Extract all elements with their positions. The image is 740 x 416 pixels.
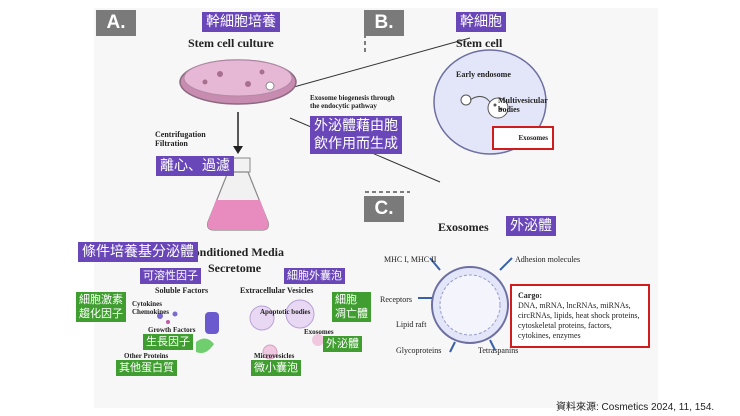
growth-factors-zh: 生長因子 [143, 334, 193, 350]
tetraspanins-label: Tetraspanins [478, 346, 519, 355]
cytokines-zh: 細胞激素 趨化因子 [76, 292, 126, 322]
stem-cell-title: Stem cell [456, 36, 503, 50]
exosomes-label-a: Exosomes [304, 328, 334, 336]
microvesicles-zh: 微小囊泡 [251, 360, 301, 376]
cytokines-label: Cytokines Chemokines [132, 300, 169, 316]
source-citation: 資料來源: Cosmetics 2024, 11, 154. [556, 402, 715, 413]
centrifugation-label: Centrifugation Filtration [155, 130, 206, 148]
exosome-illustration [418, 257, 513, 353]
panel-a-label: A. [96, 10, 136, 36]
cargo-text: DNA, mRNA, lncRNAs, miRNAs, circRNAs, li… [518, 301, 640, 340]
apoptotic-bodies-label: Apoptotic bodies [260, 308, 311, 316]
mvb-label: Multivesicular bodies [498, 96, 548, 114]
growth-factors-label: Growth Factors [148, 326, 196, 334]
petri-dish-illustration [179, 59, 297, 105]
soluble-factors-title: Soluble Factors [155, 286, 209, 295]
receptors-label: Receptors [380, 295, 412, 304]
soluble-factors-zh: 可溶性因子 [140, 268, 201, 284]
exosomes-zh-c: 外泌體 [506, 216, 556, 236]
biogenesis-label: Exosome biogenesis through the endocytic… [310, 94, 395, 110]
glycoproteins-label: Glycoproteins [396, 346, 442, 355]
early-endosome-label: Early endosome [456, 70, 511, 79]
biogenesis-zh: 外泌體藉由胞 飲作用而生成 [310, 116, 402, 154]
stem-cell-culture-zh: 幹細胞培養 [202, 12, 280, 32]
adhesion-label: Adhesion molecules [515, 255, 581, 264]
stem-cell-culture-title: Stem cell culture [188, 36, 274, 50]
lipid-raft-label: Lipid raft [396, 320, 427, 329]
stem-cell-zh: 幹細胞 [456, 12, 506, 32]
conditioned-media-zh: 條件培養基分泌體 [78, 242, 198, 262]
apoptotic-bodies-zh: 細胞 凋亡體 [332, 292, 371, 322]
cargo-box: Cargo: DNA, mRNA, lncRNAs, miRNAs, circR… [510, 284, 650, 348]
microvesicles-label: Microvesicles [254, 352, 295, 360]
extracellular-vesicles-title: Extracellular Vesicles [240, 286, 314, 295]
other-proteins-zh: 其他蛋白質 [116, 360, 177, 376]
cargo-title: Cargo: [518, 291, 542, 300]
exosomes-zh-a: 外泌體 [323, 336, 362, 352]
exosomes-box-b: Exosomes [492, 126, 554, 150]
exosomes-title-c: Exosomes [438, 220, 489, 234]
panel-b-label: B. [364, 10, 404, 36]
centrifugation-zh: 離心、過濾 [156, 156, 234, 176]
mhc-label: MHC I, MHC II [384, 255, 437, 264]
conditioned-media-title: Conditioned Media Secretome [185, 245, 285, 275]
extracellular-vesicles-zh: 細胞外囊泡 [284, 268, 345, 284]
panel-c-label: C. [364, 196, 404, 222]
other-proteins-label: Other Proteins [124, 352, 169, 360]
